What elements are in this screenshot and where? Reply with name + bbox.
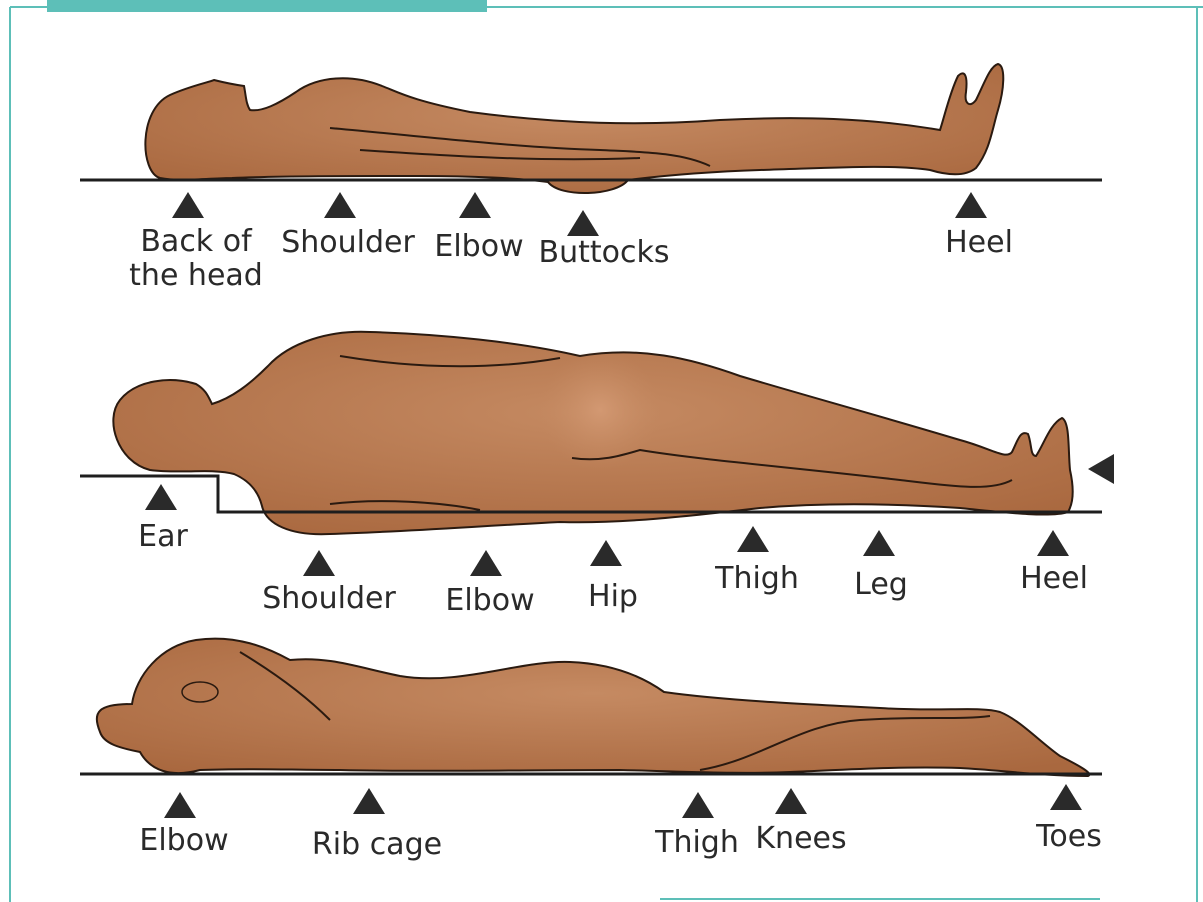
marker-hip — [590, 540, 622, 566]
marker-knees — [775, 788, 807, 814]
label-lateral-shoulder: Shoulder — [262, 582, 396, 616]
marker-supine-shoulder — [324, 192, 356, 218]
label-hip: Hip — [588, 580, 638, 614]
marker-leg — [863, 530, 895, 556]
lateral-side-marker — [1088, 454, 1114, 484]
marker-supine-heel — [955, 192, 987, 218]
marker-toes — [1050, 784, 1082, 810]
label-lateral-heel: Heel — [1020, 562, 1088, 596]
label-toes: Toes — [1036, 820, 1102, 854]
marker-buttocks — [567, 210, 599, 236]
lateral-figure — [113, 332, 1072, 534]
marker-lateral-heel — [1037, 530, 1069, 556]
prone-body — [97, 639, 1090, 776]
label-buttocks: Buttocks — [539, 236, 670, 270]
label-knees: Knees — [755, 822, 846, 856]
marker-ear — [145, 484, 177, 510]
label-lateral-elbow: Elbow — [445, 584, 534, 618]
marker-rib-cage — [353, 788, 385, 814]
label-ear: Ear — [138, 520, 188, 554]
marker-prone-thigh — [682, 792, 714, 818]
supine-figure — [145, 64, 1003, 193]
supine-body — [145, 64, 1003, 193]
marker-lateral-shoulder — [303, 550, 335, 576]
label-back-of-head: Back of the head — [129, 225, 263, 293]
prone-figure — [97, 639, 1090, 776]
label-rib-cage: Rib cage — [312, 828, 442, 862]
label-prone-elbow: Elbow — [139, 824, 228, 858]
marker-back-of-head — [172, 192, 204, 218]
label-prone-thigh: Thigh — [655, 826, 739, 860]
label-supine-shoulder: Shoulder — [281, 226, 415, 260]
label-leg: Leg — [854, 568, 908, 602]
marker-lateral-elbow — [470, 550, 502, 576]
marker-thigh-lateral — [737, 526, 769, 552]
marker-prone-elbow — [164, 792, 196, 818]
marker-supine-elbow — [459, 192, 491, 218]
hip-highlight — [540, 350, 660, 470]
label-supine-elbow: Elbow — [434, 230, 523, 264]
label-thigh-lateral: Thigh — [715, 562, 799, 596]
label-supine-heel: Heel — [945, 226, 1013, 260]
